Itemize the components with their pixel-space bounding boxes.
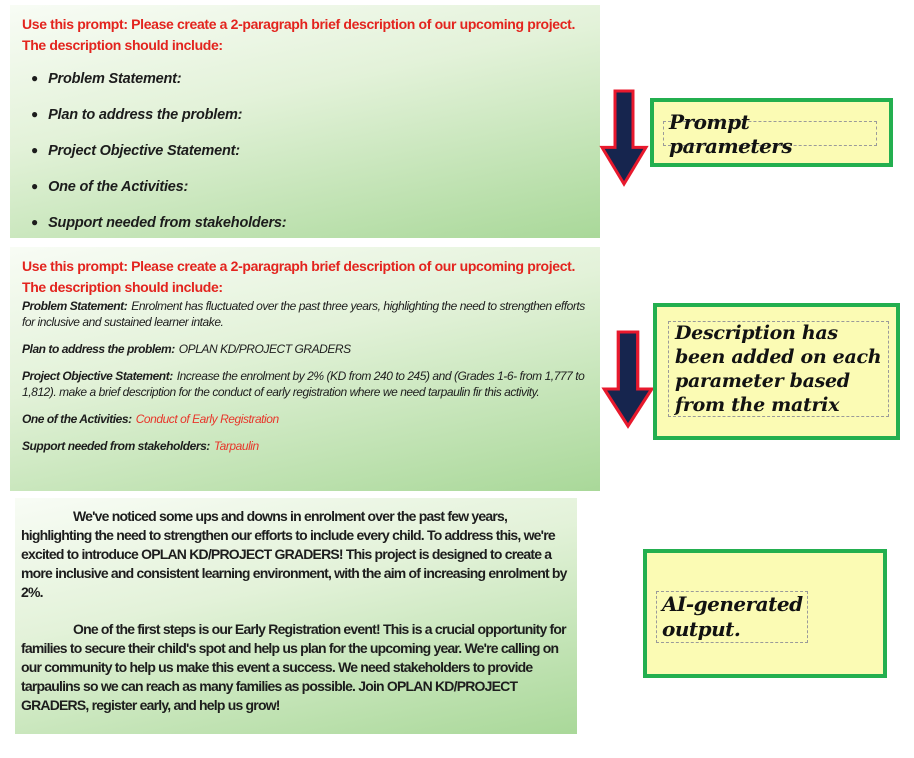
parameter-value: Increase the enrolment by 2% (KD from 24… — [22, 369, 585, 399]
filled-parameter-row: Problem Statement:Enrolment has fluctuat… — [22, 298, 588, 330]
parameter-label: Problem Statement: — [22, 299, 128, 313]
parameter-label: Project Objective Statement: — [48, 143, 240, 159]
down-arrow-icon — [599, 89, 649, 187]
filled-parameter-row: Project Objective Statement:Increase the… — [22, 368, 588, 400]
parameter-label: Plan to address the problem: — [48, 107, 243, 123]
list-item: ● Project Objective Statement: — [31, 143, 588, 159]
bullet-icon: ● — [31, 71, 39, 85]
filled-parameter-row: Support needed from stakeholders:Tarpaul… — [22, 438, 588, 454]
filled-prompt-panel: Use this prompt: Please create a 2-parag… — [10, 247, 600, 491]
parameter-label: One of the Activities: — [22, 412, 132, 426]
list-item: ● Plan to address the problem: — [31, 107, 588, 123]
callout-prompt-parameters: Prompt parameters — [650, 98, 893, 167]
bullet-icon: ● — [31, 143, 39, 157]
bullet-icon: ● — [31, 215, 39, 229]
parameter-label: Support needed from stakeholders: — [22, 439, 210, 453]
parameter-value: Enrolment has fluctuated over the past t… — [22, 299, 585, 329]
prompt-header: Use this prompt: Please create a 2-parag… — [22, 258, 576, 295]
prompt-parameter-list: ● Problem Statement: ● Plan to address the… — [22, 71, 588, 231]
parameter-label: Project Objective Statement: — [22, 369, 173, 383]
callout-text-frame: Prompt parameters — [663, 110, 877, 158]
bullet-icon: ● — [31, 179, 39, 193]
filled-parameter-row: One of the Activities:Conduct of Early R… — [22, 411, 588, 427]
callout-text-frame: Description has been added on each param… — [668, 321, 889, 417]
callout-label: AI-generated output. — [662, 592, 803, 641]
parameter-label: Support needed from stakeholders: — [48, 215, 287, 231]
callout-text-frame: AI-generated output. — [656, 591, 808, 643]
output-paragraph: One of the first steps is our Early Regi… — [21, 621, 567, 713]
parameter-label: Plan to address the problem: — [22, 342, 175, 356]
bullet-icon: ● — [31, 107, 39, 121]
callout-ai-output: AI-generated output. — [643, 549, 887, 678]
parameter-label: Problem Statement: — [48, 71, 182, 87]
prompt-header: Use this prompt: Please create a 2-parag… — [22, 16, 576, 53]
parameter-label: One of the Activities: — [48, 179, 189, 195]
parameter-value: OPLAN KD/PROJECT GRADERS — [178, 342, 351, 356]
parameter-value: Conduct of Early Registration — [135, 412, 279, 426]
list-item: ● Problem Statement: — [31, 71, 588, 87]
callout-description-added: Description has been added on each param… — [653, 303, 900, 440]
callout-label: Description has been added on each param… — [675, 322, 882, 416]
list-item: ● Support needed from stakeholders: — [31, 215, 588, 231]
ai-output-panel: We've noticed some ups and downs in enro… — [15, 498, 577, 734]
parameter-value: Tarpaulin — [213, 439, 259, 453]
callout-label: Prompt parameters — [669, 109, 793, 158]
output-paragraph: We've noticed some ups and downs in enro… — [21, 508, 567, 600]
prompt-template-panel: Use this prompt: Please create a 2-parag… — [10, 5, 600, 238]
list-item: ● One of the Activities: — [31, 179, 588, 195]
down-arrow-icon — [601, 330, 655, 429]
filled-parameter-row: Plan to address the problem:OPLAN KD/PRO… — [22, 341, 588, 357]
